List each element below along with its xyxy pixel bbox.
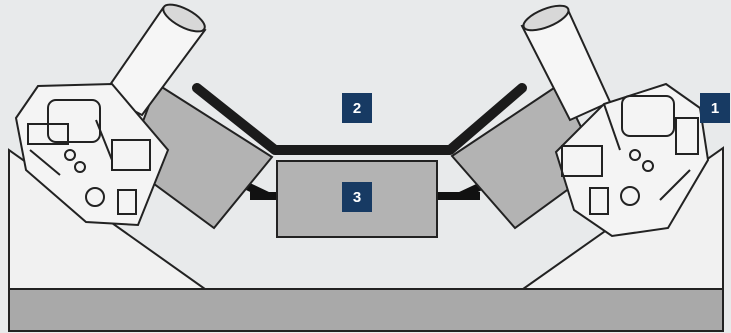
right-sensor-unit — [520, 4, 710, 238]
callout-badge-2: 2 — [342, 93, 372, 123]
callout-badge-1: 1 — [700, 93, 730, 123]
left-sensor-unit — [14, 3, 207, 227]
callout-badge-3: 3 — [342, 182, 372, 212]
conveyor-belt — [192, 83, 527, 155]
base-plate — [8, 288, 724, 332]
